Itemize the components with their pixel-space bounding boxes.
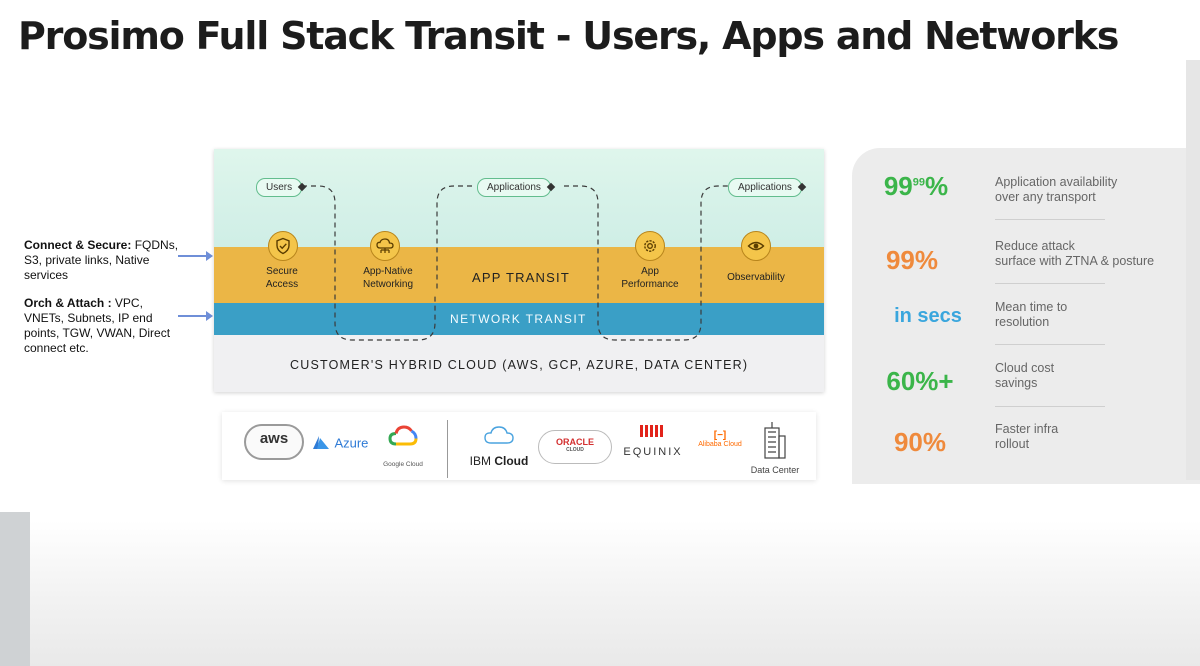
connect-secure-line3: services bbox=[24, 268, 69, 282]
connector-dashes bbox=[302, 185, 734, 341]
eye-icon bbox=[747, 241, 765, 251]
network-transit-label: NETWORK TRANSIT bbox=[450, 312, 587, 326]
gear-icon bbox=[644, 240, 656, 252]
alibaba-cloud-logo: [−] Alibaba Cloud bbox=[692, 430, 748, 448]
google-cloud-logo: Google Cloud bbox=[380, 424, 426, 468]
aws-logo: aws bbox=[244, 424, 304, 460]
stat-value-attack-surface: 99% bbox=[885, 245, 939, 275]
shield-check-icon bbox=[276, 237, 290, 255]
stat-divider bbox=[995, 283, 1105, 284]
observability-label: Observability bbox=[727, 272, 785, 283]
orch-arrow bbox=[178, 311, 213, 321]
stat-divider bbox=[995, 219, 1105, 220]
applications-pill-right: Applications bbox=[728, 178, 802, 197]
building-icon bbox=[764, 422, 786, 459]
stat-value-availability: 9999% bbox=[883, 171, 949, 201]
page-title: Prosimo Full Stack Transit - Users, Apps… bbox=[18, 14, 1119, 58]
right-edge-bar bbox=[1186, 60, 1200, 480]
oracle-cloud-logo: ORACLE CLOUD bbox=[538, 430, 612, 464]
cloud-network-icon bbox=[376, 238, 394, 253]
hybrid-cloud-label: CUSTOMER'S HYBRID CLOUD (AWS, GCP, AZURE… bbox=[290, 358, 749, 372]
network-transit-band bbox=[214, 303, 824, 335]
azure-icon bbox=[313, 435, 329, 449]
stat-divider bbox=[995, 406, 1105, 407]
stat-value-cost-savings: 60%+ bbox=[886, 366, 954, 396]
app-performance-badge bbox=[635, 231, 665, 261]
diagram-top-band bbox=[214, 149, 824, 247]
equinix-icon bbox=[640, 425, 663, 437]
app-transit-label: APP TRANSIT bbox=[472, 270, 570, 285]
app-transit-band bbox=[214, 247, 824, 303]
applications-pill-center: Applications bbox=[477, 178, 551, 197]
stat-divider bbox=[995, 344, 1105, 345]
equinix-logo: EQUINIX bbox=[616, 424, 690, 458]
hybrid-cloud-band bbox=[214, 335, 824, 392]
left-edge-bar bbox=[0, 512, 30, 666]
azure-logo: Azure bbox=[312, 434, 368, 452]
connect-secure-note: Connect & Secure: FQDNs, S3, private lin… bbox=[24, 238, 178, 283]
stat-value-mttr: in secs bbox=[894, 305, 962, 327]
ibm-cloud-logo: IBM Cloud bbox=[468, 424, 530, 468]
orch-attach-line2: VNETs, Subnets, IP end bbox=[24, 311, 153, 325]
cloud-icon bbox=[484, 426, 514, 444]
secure-access-badge bbox=[268, 231, 298, 261]
connect-secure-line2: S3, private links, Native bbox=[24, 253, 150, 267]
users-pill: Users bbox=[256, 178, 303, 197]
connect-arrow bbox=[178, 251, 213, 261]
orch-attach-line4: connect etc. bbox=[24, 341, 89, 355]
observability-badge bbox=[741, 231, 771, 261]
data-center-logo: Data Center bbox=[742, 420, 808, 475]
app-native-networking-badge bbox=[370, 231, 400, 261]
logo-separator bbox=[447, 420, 448, 478]
orch-attach-note: Orch & Attach : VPC, VNETs, Subnets, IP … bbox=[24, 296, 170, 356]
orch-attach-heading: Orch & Attach : bbox=[24, 296, 112, 310]
alibaba-bracket-icon: [−] bbox=[713, 430, 727, 441]
orch-attach-line3: points, TGW, VWAN, Direct bbox=[24, 326, 171, 340]
stat-value-infra-rollout: 90% bbox=[893, 427, 947, 457]
orch-attach-line1: VPC, bbox=[111, 296, 143, 310]
connect-secure-line1: FQDNs, bbox=[131, 238, 179, 252]
connect-secure-heading: Connect & Secure: bbox=[24, 238, 132, 252]
cloud-provider-logos: aws Azure Google Cloud IBM Cloud ORACLE … bbox=[222, 412, 816, 480]
google-cloud-icon bbox=[388, 425, 418, 446]
